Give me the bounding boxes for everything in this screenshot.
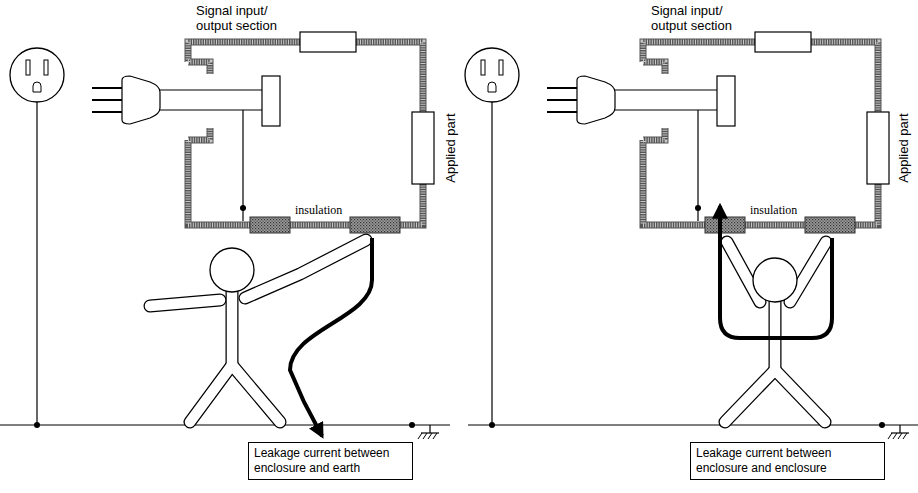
power-plug	[547, 76, 717, 124]
earth-symbol	[423, 433, 427, 439]
leakage-label-box: Leakage current between enclosure and en…	[690, 442, 885, 480]
plug-prong	[547, 99, 577, 101]
power-cord	[160, 89, 262, 90]
junction-dot	[489, 422, 495, 428]
junction-dot	[879, 422, 885, 428]
earth-symbol	[429, 425, 430, 433]
section-label: Signal input/ output section	[196, 4, 296, 34]
applied-part-label: Applied part	[443, 113, 458, 182]
earth-symbol	[898, 433, 902, 439]
power-component	[262, 76, 280, 126]
applied-part-box	[867, 112, 889, 184]
ground-line	[0, 424, 450, 425]
plug-prong	[92, 99, 122, 101]
leakage-label-box: Leakage current between enclosure and ea…	[248, 442, 413, 480]
power-cord	[160, 109, 262, 110]
earth-symbol	[903, 433, 907, 439]
earth-symbol	[888, 433, 892, 439]
applied-part-label: Applied part	[896, 113, 911, 182]
plug-prong	[92, 87, 122, 89]
insulation-label: insulation	[295, 203, 342, 217]
insulation-label: insulation	[750, 203, 797, 217]
outlet-wire	[36, 102, 37, 425]
earth-symbol	[418, 433, 422, 439]
leakage-panel	[465, 32, 918, 439]
earth-wire	[242, 110, 243, 208]
insulation-block	[805, 217, 855, 233]
power-plug	[92, 76, 262, 124]
signal-io-box	[300, 32, 356, 52]
outlet-wire	[491, 102, 492, 425]
junction-dot	[240, 205, 246, 211]
power-cord	[615, 89, 717, 90]
plug-prong	[92, 111, 122, 113]
leakage-current-arrow	[720, 206, 832, 338]
leakage-panel	[0, 32, 450, 439]
enclosure	[643, 42, 878, 225]
wall-outlet	[465, 48, 519, 102]
enclosure	[188, 42, 423, 225]
earth-symbol	[899, 425, 900, 433]
earth-symbol	[893, 433, 897, 439]
leakage-label: Leakage current between enclosure and en…	[696, 446, 879, 476]
junction-dot	[34, 422, 40, 428]
insulation-block	[705, 217, 745, 233]
enclosure	[643, 42, 878, 225]
wall-outlet	[10, 48, 64, 102]
signal-io-box	[755, 32, 811, 52]
earth-wire	[697, 110, 698, 208]
power-cord	[615, 109, 717, 110]
leakage-label: Leakage current between enclosure and ea…	[254, 446, 407, 476]
applied-part-box	[412, 112, 434, 184]
insulation-block	[250, 217, 290, 233]
earth-symbol	[428, 433, 432, 439]
person-figure	[150, 240, 366, 422]
person-figure	[725, 242, 826, 422]
section-label: Signal input/ output section	[651, 4, 751, 34]
junction-dot	[409, 422, 415, 428]
junction-dot	[695, 205, 701, 211]
power-component	[717, 76, 735, 126]
earth-symbol	[433, 433, 437, 439]
insulation-block	[350, 217, 400, 233]
plug-prong	[547, 87, 577, 89]
ground-line	[468, 424, 918, 425]
leakage-current-arrow	[290, 238, 372, 436]
plug-prong	[547, 111, 577, 113]
enclosure	[188, 42, 423, 225]
